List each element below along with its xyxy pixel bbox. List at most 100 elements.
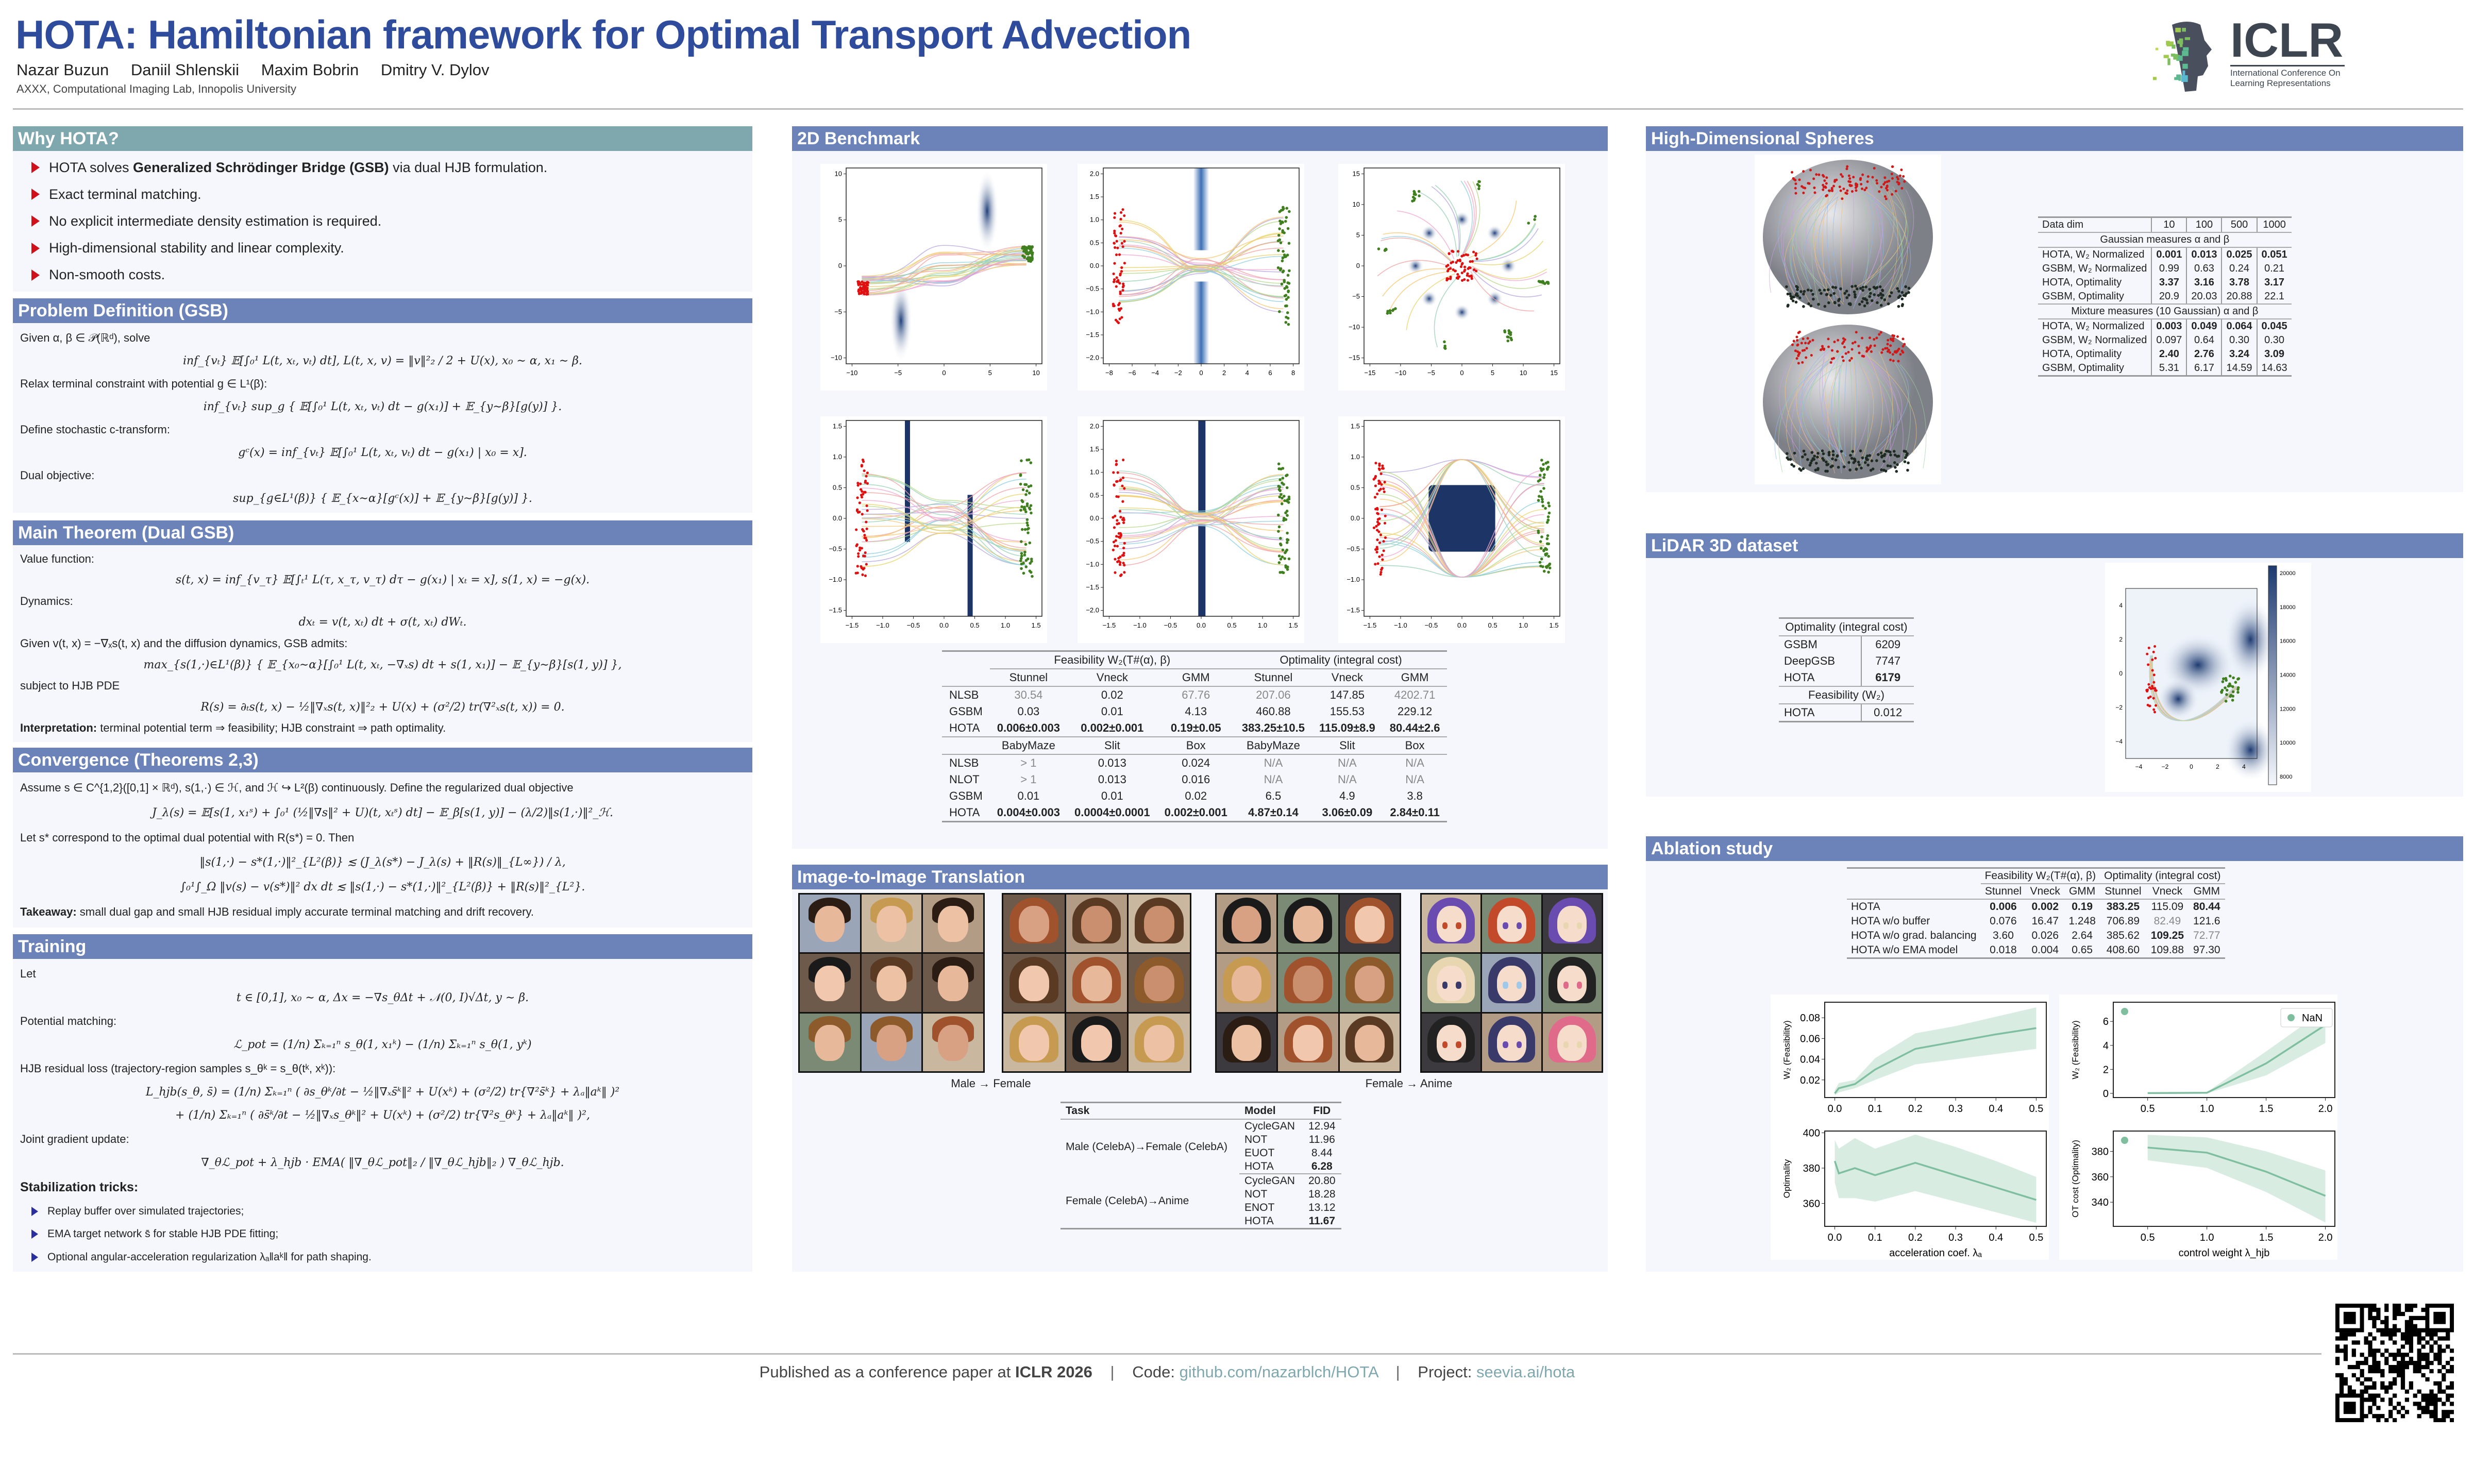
target-point [1812,458,1816,461]
source-point [1831,189,1834,192]
qr-module [2384,1357,2389,1361]
colorbar [2268,565,2277,785]
x-tick-label: 0.5 [1227,621,1236,629]
source-point [1878,333,1881,336]
project-link[interactable]: seevia.ai/hota [1476,1363,1575,1381]
source-point [863,567,866,570]
table-cell: 0.006 [1990,901,2017,913]
head [1143,965,1175,1002]
target-point [1477,187,1480,191]
obstacle [1198,420,1206,513]
trajectory [1778,194,1798,293]
target-point [1278,571,1282,574]
target-point [1865,301,1869,305]
qr-module [2421,1353,2426,1357]
source-point [858,549,862,552]
trajectory [1377,260,1452,277]
trajectory [1461,180,1475,256]
source-point [1448,252,1451,255]
face-grid-female-source [1215,893,1401,1073]
source-point [1459,265,1463,268]
trajectory [1872,180,1903,291]
table-cell: NLSB [949,756,979,769]
qr-module [2437,1397,2442,1402]
source-point [1383,490,1386,494]
y-tick-label: 0.08 [1800,1013,1820,1024]
qr-module [2417,1361,2421,1365]
trajectory [1861,350,1917,454]
target-point [1541,565,1544,568]
series-line [1834,1027,2037,1094]
qr-code[interactable] [2335,1304,2454,1422]
source-point [2147,646,2150,649]
source-point [1866,175,1870,178]
series-line [2147,1024,2326,1094]
target-point [1548,566,1552,570]
y-tick-label: 1.5 [1351,422,1360,430]
source-point [856,511,860,514]
text: terminal potential term ⇒ feasibility; H… [97,721,446,735]
target-point [1031,256,1034,259]
target-point [1280,502,1284,505]
table-cell: 0.012 [1861,704,1914,722]
target-point [1019,557,1023,560]
target-point [1030,558,1033,561]
qr-module [2400,1311,2405,1317]
qr-module [2442,1418,2446,1422]
target-point [1907,291,1910,294]
target-point [2228,684,2231,687]
target-point [1847,302,1851,306]
table-cell: 155.53 [1329,705,1365,718]
trajectory [1855,350,1870,468]
source-point [1377,530,1381,533]
target-point [1900,291,1904,294]
list-item: Optional angular-acceleration regulariza… [20,1251,745,1263]
qr-module [2400,1364,2405,1370]
qr-module [2351,1332,2356,1337]
source-point [1891,165,1894,168]
x-tick-label: 2.0 [2318,1103,2333,1115]
x-tick-label: 2 [1222,369,1226,377]
face-image [1217,1013,1277,1071]
qr-module [2347,1389,2352,1394]
y-tick-label: 10 [1353,200,1360,208]
text: Define stochastic c-transform: [20,423,170,436]
source-point [1867,348,1870,351]
y-tick-label: 0 [2119,670,2123,677]
target-point [1801,455,1804,459]
table-cell: Data dim [2038,217,2152,233]
code-link[interactable]: github.com/nazarblch/HOTA [1179,1363,1378,1381]
qr-module [2433,1340,2438,1345]
x-tick-label: 0.1 [1868,1232,1882,1243]
qr-module [2417,1414,2421,1419]
y-tick-label: 0.0 [833,514,842,522]
table-cell: 0.03 [1017,705,1040,718]
table-cell [942,737,990,755]
trajectory [1861,181,1903,303]
target-point [1288,210,1291,213]
source-point [1897,360,1900,363]
target-point [1281,496,1284,500]
target-point [1277,467,1281,470]
target-point [1023,528,1027,531]
qr-module [2433,1353,2438,1357]
trajectory [1431,186,1460,257]
qr-module [2442,1348,2446,1353]
target-point [1834,458,1838,462]
legend-label: NaN [2302,1013,2322,1024]
target-point [1907,286,1911,290]
qr-module [2413,1324,2417,1328]
source-point [861,513,864,516]
source-point [2146,703,2149,706]
target-point [1285,486,1289,490]
table-cell: CycleGAN [1244,1175,1295,1187]
x-tick-label: 1.5 [1550,621,1559,629]
source-point [1845,167,1848,171]
source-point [863,533,866,537]
target-point [1857,461,1860,464]
qr-module [2343,1348,2348,1353]
